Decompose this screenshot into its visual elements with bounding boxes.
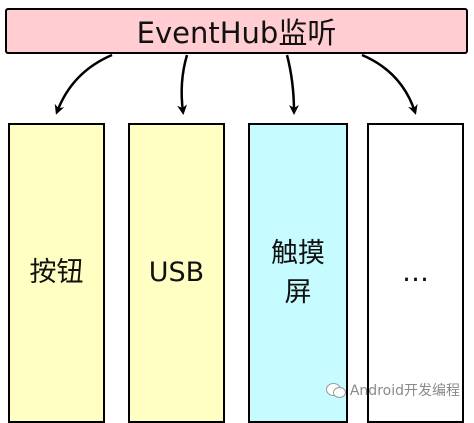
arrow-to-box-2 bbox=[285, 54, 299, 115]
arrows bbox=[54, 53, 418, 115]
watermark-text: Android开发编程 bbox=[349, 383, 460, 399]
arrow-to-box-1 bbox=[177, 54, 189, 115]
box-buttons: 按钮 bbox=[8, 123, 105, 423]
box-touchscreen: 触摸屏 bbox=[248, 123, 348, 423]
eventhub-header-label: EventHub监听 bbox=[136, 16, 337, 50]
eventhub-header: EventHub监听 bbox=[5, 8, 468, 54]
arrow-to-box-0 bbox=[54, 53, 113, 115]
box-more: … bbox=[367, 123, 464, 423]
box-usb: USB bbox=[128, 123, 225, 423]
arrow-to-box-3 bbox=[361, 53, 418, 115]
box-buttons-label: 按钮 bbox=[29, 257, 84, 289]
box-touchscreen-label: 触摸屏 bbox=[271, 237, 325, 308]
watermark: Android开发编程 bbox=[325, 380, 460, 400]
box-usb-label: USB bbox=[148, 257, 205, 289]
box-more-label: … bbox=[402, 257, 429, 289]
wechat-icon bbox=[325, 382, 346, 398]
